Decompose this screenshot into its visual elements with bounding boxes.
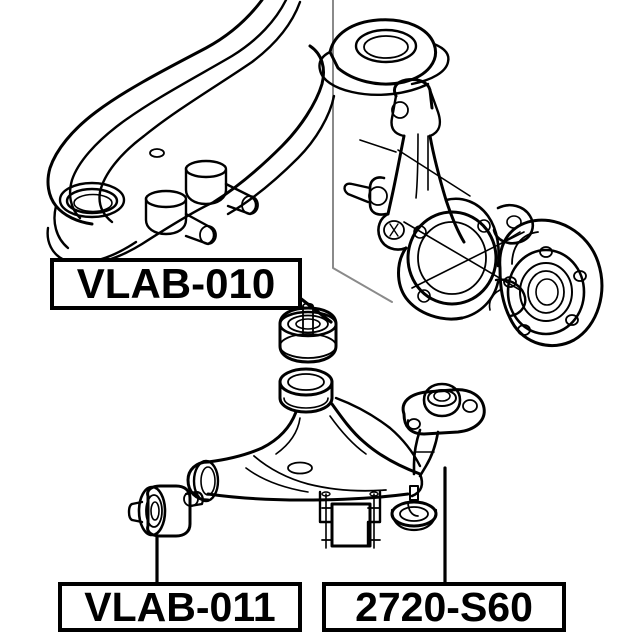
lower-control-arm bbox=[186, 367, 438, 549]
upper-arm-bushing-part bbox=[278, 302, 338, 364]
callout-label-2720-s60: 2720-S60 bbox=[355, 583, 533, 630]
wheel-hub-bearing bbox=[488, 218, 604, 348]
callout-plate-2720-s60[interactable]: 2720-S60 bbox=[322, 582, 566, 632]
callout-plate-vlab-010[interactable]: VLAB-010 bbox=[50, 258, 302, 310]
lower-ball-joint-part bbox=[401, 382, 486, 517]
leader-vlab010 bbox=[298, 296, 333, 324]
upper-control-arm bbox=[46, 0, 450, 266]
assembly-centerline bbox=[332, 0, 393, 303]
callout-label-vlab-011: VLAB-011 bbox=[84, 583, 276, 630]
lower-arm-bushing-part bbox=[127, 484, 204, 538]
callout-label-vlab-010: VLAB-010 bbox=[76, 260, 276, 307]
steering-knuckle bbox=[343, 78, 534, 321]
callout-plate-vlab-011[interactable]: VLAB-011 bbox=[58, 582, 302, 632]
